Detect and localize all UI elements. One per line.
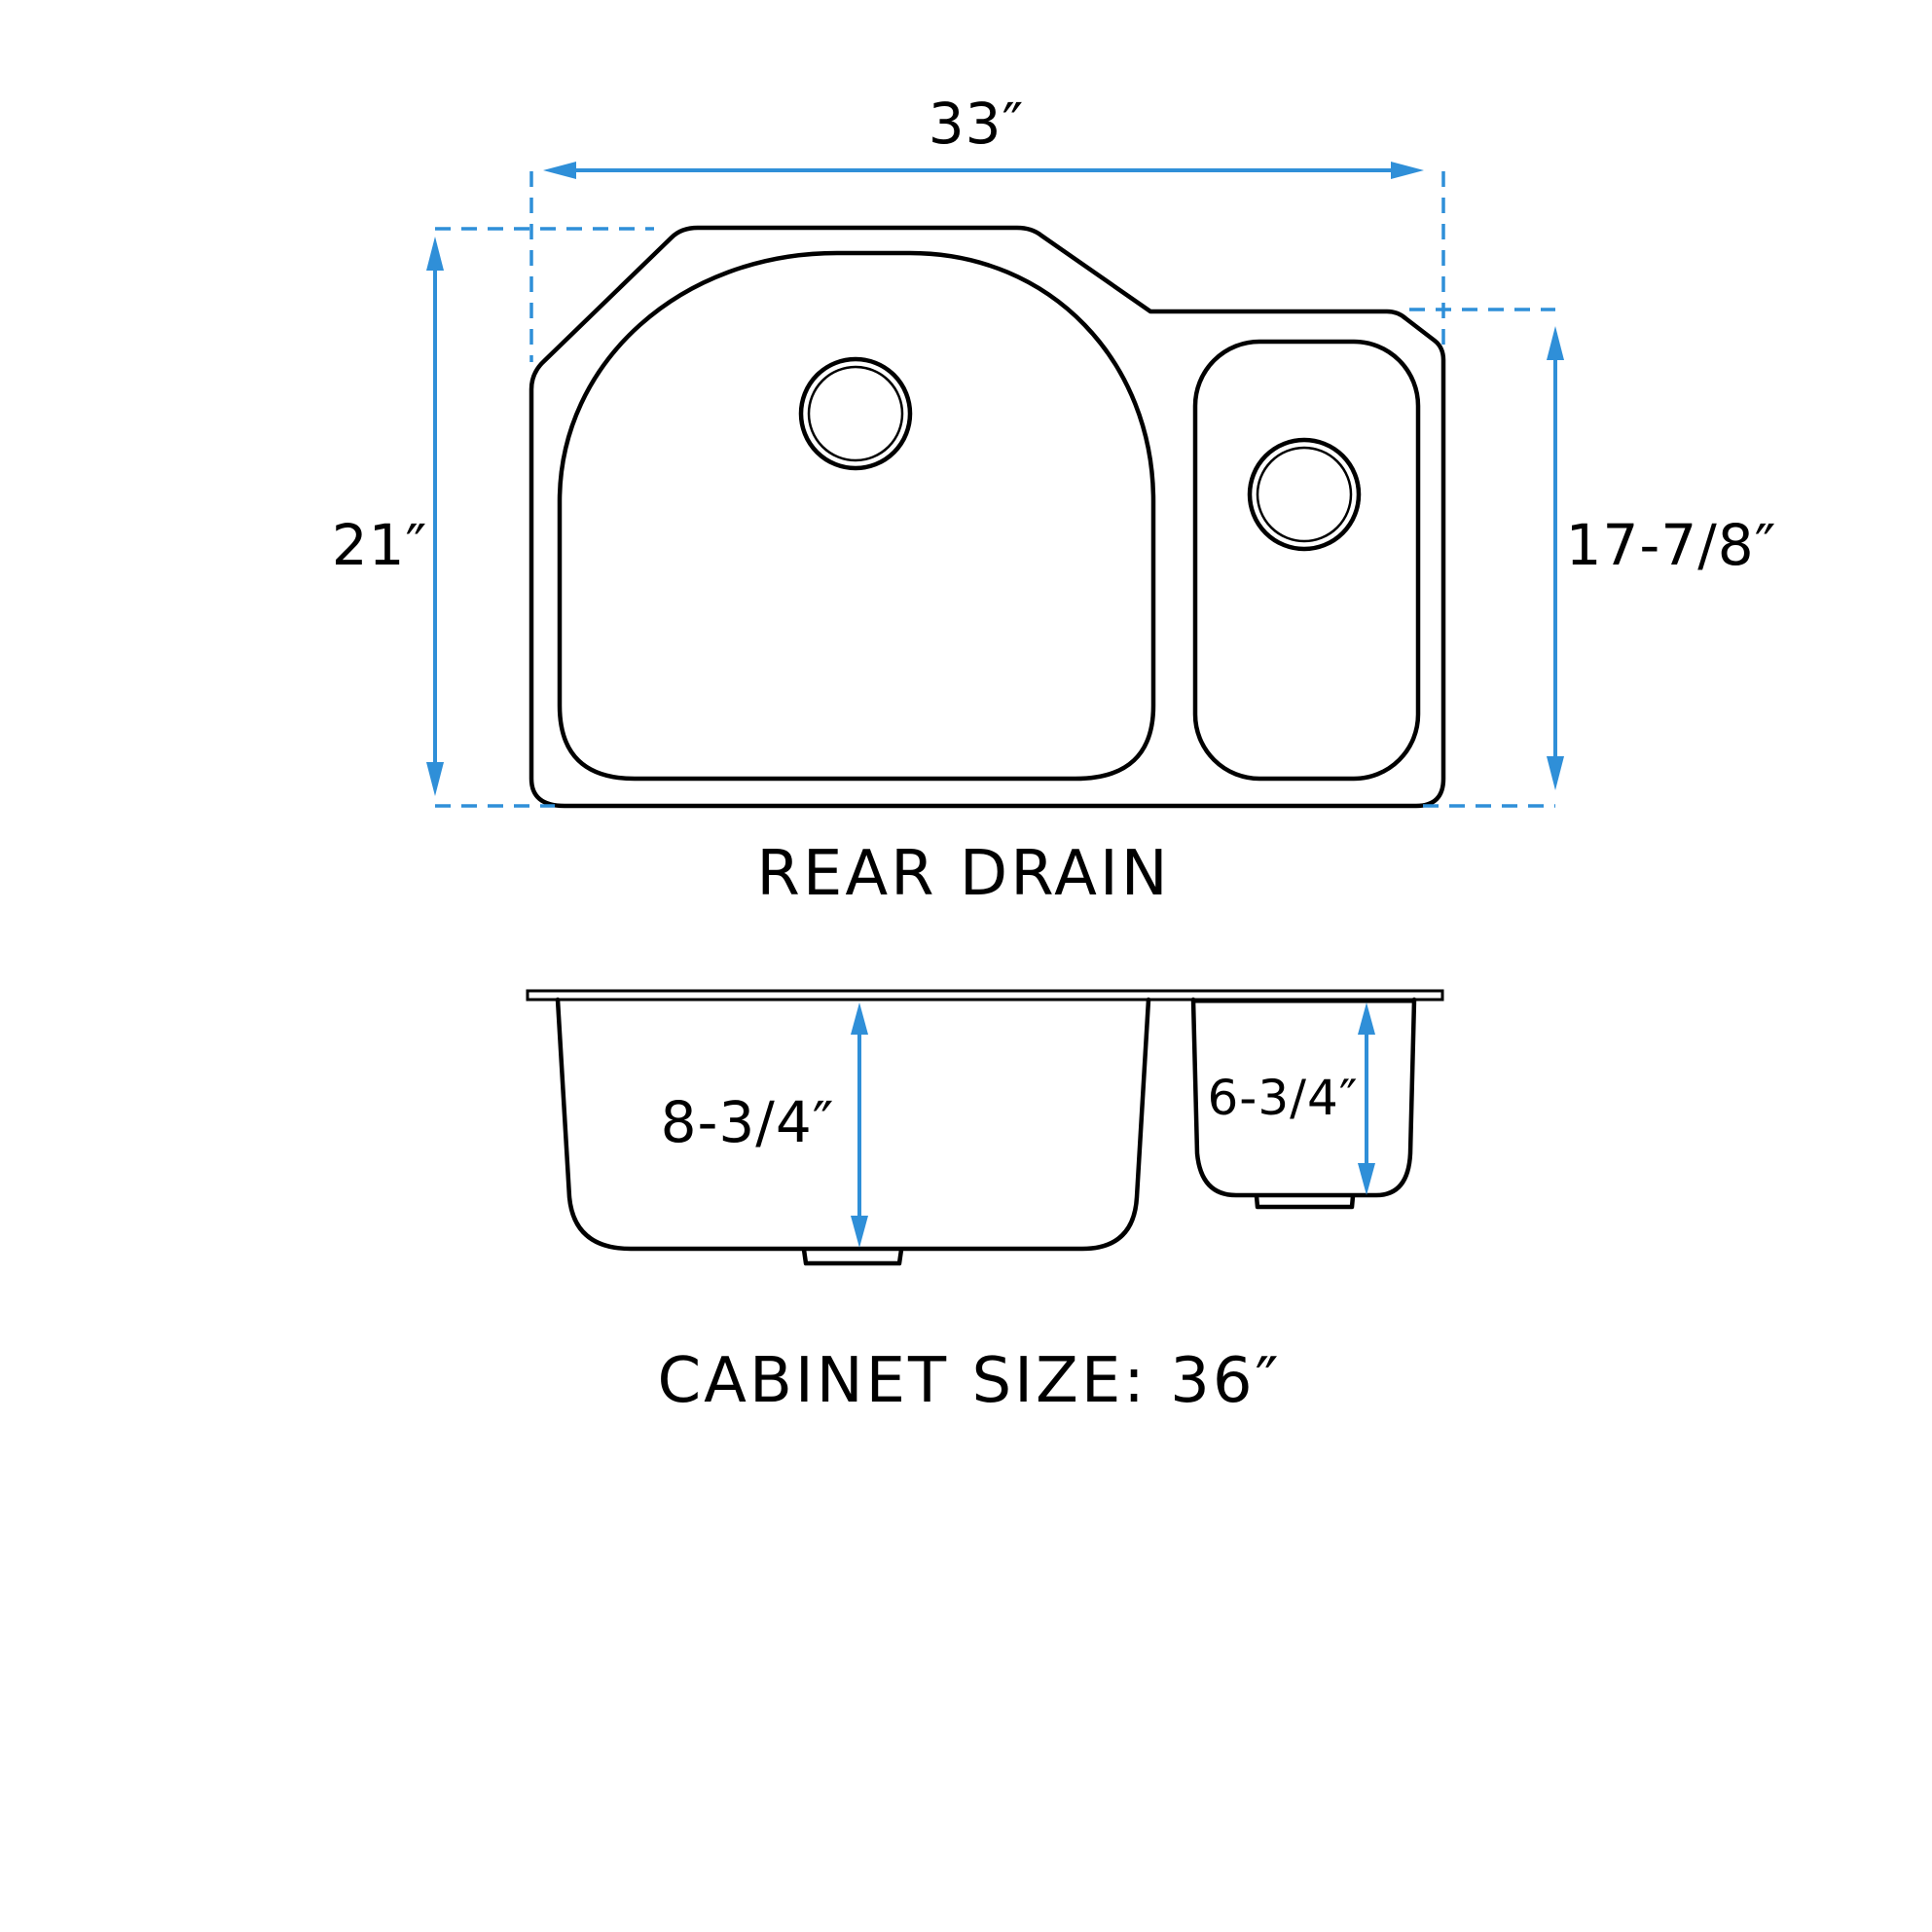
- side-view: [526, 989, 1444, 1266]
- small-depth-dimension: [1358, 1002, 1375, 1195]
- main-bowl-drain-icon: [798, 356, 913, 471]
- main-bowl-profile: [555, 997, 1151, 1252]
- small-side-height-dimension: [1409, 308, 1564, 808]
- small-side-height-label: 17-7/8″: [1565, 512, 1777, 578]
- sink-outer-outline: [529, 225, 1446, 809]
- small-bowl-drain-nub: [1254, 1193, 1356, 1210]
- height-dimension: [426, 227, 654, 808]
- small-depth-label: 6-3/4″: [1207, 1070, 1359, 1126]
- main-depth-dimension: [851, 1002, 868, 1248]
- main-bowl-drain-nub: [801, 1247, 904, 1266]
- top-view: [426, 162, 1564, 809]
- height-label: 21″: [331, 512, 428, 578]
- sink-rim: [526, 989, 1444, 1002]
- cabinet-size-caption: CABINET SIZE: 36″: [657, 1345, 1282, 1417]
- small-bowl-profile: [1190, 997, 1417, 1198]
- width-label: 33″: [928, 91, 1025, 157]
- main-bowl-outline: [557, 250, 1156, 782]
- width-dimension: [529, 162, 1445, 362]
- small-bowl-drain-icon: [1247, 437, 1362, 552]
- main-depth-label: 8-3/4″: [660, 1089, 835, 1155]
- rear-drain-caption: REAR DRAIN: [756, 838, 1171, 910]
- small-bowl-outline: [1192, 339, 1421, 782]
